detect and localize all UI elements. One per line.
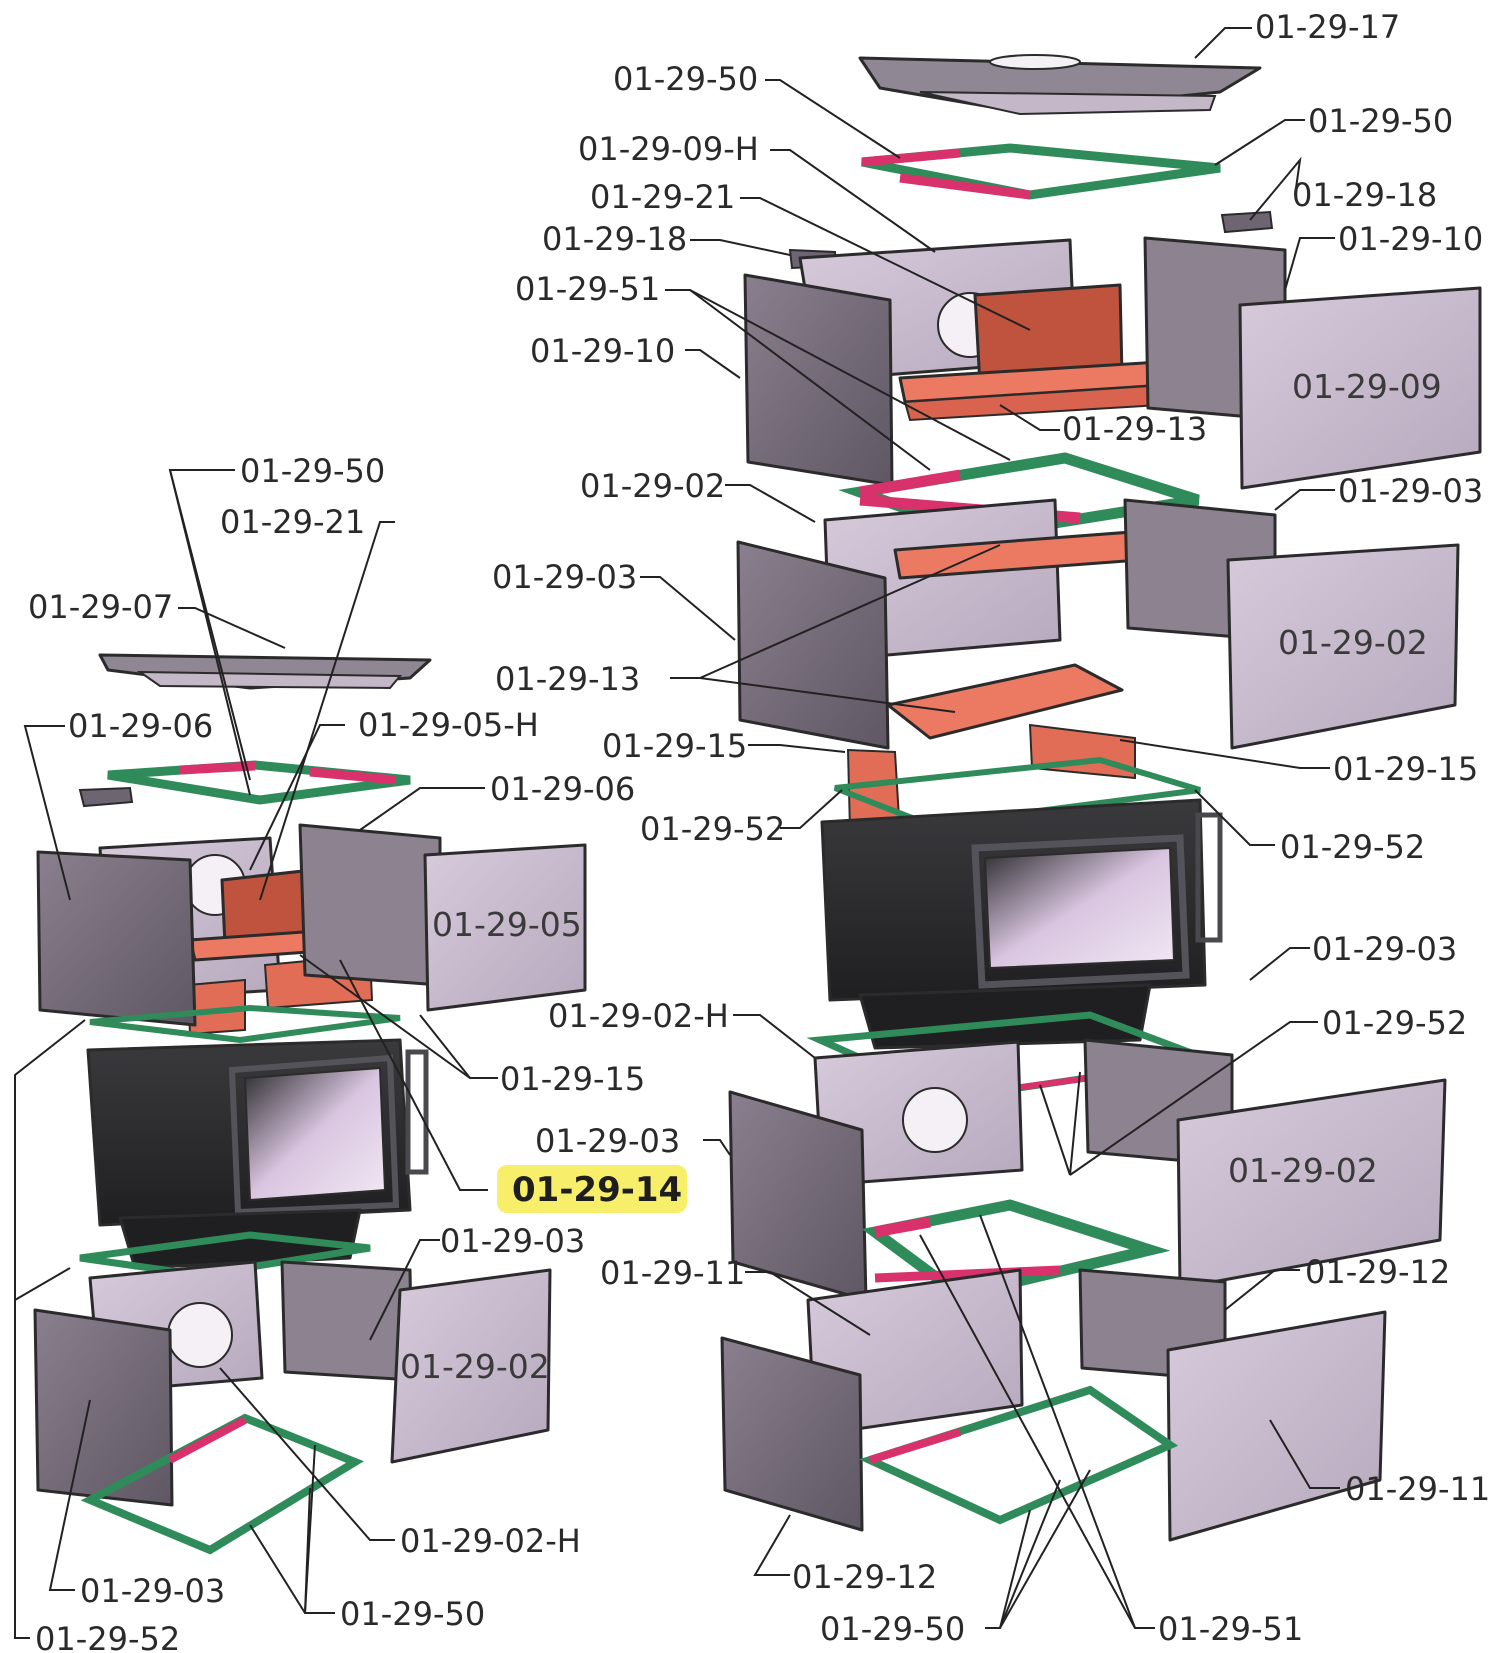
left-label-side-right: 01-29-06 xyxy=(490,770,635,808)
right-baffle-lower xyxy=(886,663,1124,740)
left-side-panel xyxy=(423,843,587,1012)
left-label-brick-top: 01-29-21 xyxy=(220,503,365,541)
left-stove-glass xyxy=(243,1066,387,1202)
right-gasket-mid-pink xyxy=(859,469,961,498)
right-stove-handle xyxy=(1195,812,1223,943)
left-base-gasket-pink xyxy=(168,1416,247,1464)
left-gasket-under xyxy=(89,1004,401,1044)
right-gasket-stove xyxy=(833,756,1201,829)
right-stove-glass xyxy=(983,846,1176,970)
right-front-panel-mid xyxy=(736,540,890,750)
left-stove-door-frame xyxy=(228,1054,400,1216)
left-assembly: 01-29-05 01-29-02 xyxy=(14,452,687,1653)
left-label-stove: 01-29-14 xyxy=(512,1170,682,1210)
right-label-side-mid: 01-29-03 xyxy=(1338,472,1483,510)
left-clip xyxy=(78,786,134,808)
right-label-back-lower: 01-29-02-H xyxy=(548,997,729,1035)
left-top-plate-rim xyxy=(136,670,403,690)
right-gasket-top-pink-2 xyxy=(899,173,1031,200)
left-stove-handle xyxy=(405,1049,429,1175)
right-assembly: 01-29-09 01-29-02 xyxy=(492,8,1490,1648)
left-lower-side-panel-text: 01-29-02 xyxy=(400,1347,550,1386)
right-label-front-upper: 01-29-10 xyxy=(530,332,675,370)
right-side-panel-mid-text: 01-29-02 xyxy=(1278,623,1428,662)
right-label-baffle-left: 01-29-15 xyxy=(602,727,747,765)
right-label-gasket-a: 01-29-50 xyxy=(613,60,758,98)
right-label-baffle-mid: 01-29-13 xyxy=(495,660,640,698)
right-gasket-bottom-pink xyxy=(868,1428,962,1464)
left-label-gasket-top: 01-29-50 xyxy=(240,452,385,490)
right-label-top-cap: 01-29-17 xyxy=(1255,8,1400,46)
left-gasket-frame xyxy=(107,760,411,805)
right-label-stove-side: 01-29-03 xyxy=(1312,930,1457,968)
right-firebrick-right xyxy=(1028,723,1136,780)
left-labels: 01-29-50 01-29-21 01-29-07 01-29-06 01-2… xyxy=(28,452,687,1653)
right-side-panel-lower xyxy=(1176,1078,1447,1290)
right-top-cap-rim xyxy=(919,91,1217,116)
left-side-panel-text: 01-29-05 xyxy=(432,905,582,944)
right-side-panel-base xyxy=(1166,1310,1387,1542)
right-label-clip-right: 01-29-18 xyxy=(1292,176,1437,214)
right-leaders xyxy=(640,27,1340,1629)
right-label-gasket-mid: 01-29-51 xyxy=(515,270,660,308)
right-label-gasket-stove-right: 01-29-52 xyxy=(1280,828,1425,866)
left-lower-front-panel xyxy=(33,1308,174,1507)
right-stove-base xyxy=(858,983,1152,1050)
left-gasket-pink-2 xyxy=(309,767,396,785)
left-leaders xyxy=(14,469,498,1639)
right-label-baffle-right: 01-29-15 xyxy=(1333,750,1478,788)
left-label-back-top: 01-29-05-H xyxy=(358,706,539,744)
left-label-back-left: 01-29-06 xyxy=(68,707,213,745)
right-clip-right xyxy=(1220,210,1274,234)
right-label-baffle-upper: 01-29-13 xyxy=(1062,410,1207,448)
right-label-gasket-stove-left: 01-29-52 xyxy=(640,810,785,848)
left-lower-gasket xyxy=(79,1231,371,1279)
left-label-lower-back: 01-29-02-H xyxy=(400,1522,581,1560)
left-lower-side-panel xyxy=(390,1268,552,1464)
right-front-panel-base xyxy=(720,1336,864,1532)
right-label-back-base: 01-29-11 xyxy=(600,1254,745,1292)
right-label-side-base: 01-29-12 xyxy=(1305,1253,1450,1291)
right-side-panel-lower-text: 01-29-02 xyxy=(1228,1151,1378,1190)
right-top-cap-hole xyxy=(989,54,1081,70)
right-label-clip-left: 01-29-18 xyxy=(542,220,687,258)
right-label-gasket-base2: 01-29-51 xyxy=(1158,1610,1303,1648)
left-front-panel xyxy=(36,850,197,1027)
right-label-back-mid: 01-29-02 xyxy=(580,467,725,505)
right-gasket-base-upper-pink-2 xyxy=(874,1265,1061,1283)
left-label-lower-side: 01-29-03 xyxy=(440,1222,585,1260)
left-label-baffles: 01-29-15 xyxy=(500,1060,645,1098)
right-front-panel-upper xyxy=(743,273,894,487)
right-label-side-panel-base: 01-29-11 xyxy=(1345,1470,1490,1508)
right-label-brick: 01-29-21 xyxy=(590,178,735,216)
right-label-gasket-b: 01-29-50 xyxy=(1308,102,1453,140)
right-side-panel-upper xyxy=(1238,286,1482,490)
left-label-top-plate: 01-29-07 xyxy=(28,588,173,626)
right-gasket-base-upper-pink xyxy=(874,1216,931,1238)
right-labels: 01-29-17 01-29-50 01-29-50 01-29-09-H 01… xyxy=(492,8,1490,1648)
right-label-back-top: 01-29-09-H xyxy=(578,130,759,168)
right-back-lower-hole xyxy=(902,1087,968,1153)
right-side-panel-upper-text: 01-29-09 xyxy=(1292,367,1442,406)
right-label-gasket-base: 01-29-50 xyxy=(820,1610,965,1648)
left-lower-side-frame xyxy=(280,1260,414,1382)
right-side-panel-mid xyxy=(1226,543,1460,750)
right-label-front-base: 01-29-12 xyxy=(792,1558,937,1596)
right-label-side-upper: 01-29-10 xyxy=(1338,220,1483,258)
left-label-stove-highlight xyxy=(497,1165,687,1213)
left-side-frame xyxy=(298,823,442,987)
right-gasket-top-pink xyxy=(861,148,961,167)
left-lower-flue-hole xyxy=(167,1302,233,1368)
right-label-front-lower: 01-29-03 xyxy=(535,1122,680,1160)
left-label-gasket-bottom: 01-29-50 xyxy=(340,1595,485,1633)
left-label-lower-front: 01-29-03 xyxy=(80,1572,225,1610)
right-label-gasket-lower: 01-29-52 xyxy=(1322,1004,1467,1042)
right-label-front-mid: 01-29-03 xyxy=(492,558,637,596)
left-label-gasket-base: 01-29-52 xyxy=(35,1620,180,1653)
right-stove-door-frame xyxy=(971,834,1190,989)
